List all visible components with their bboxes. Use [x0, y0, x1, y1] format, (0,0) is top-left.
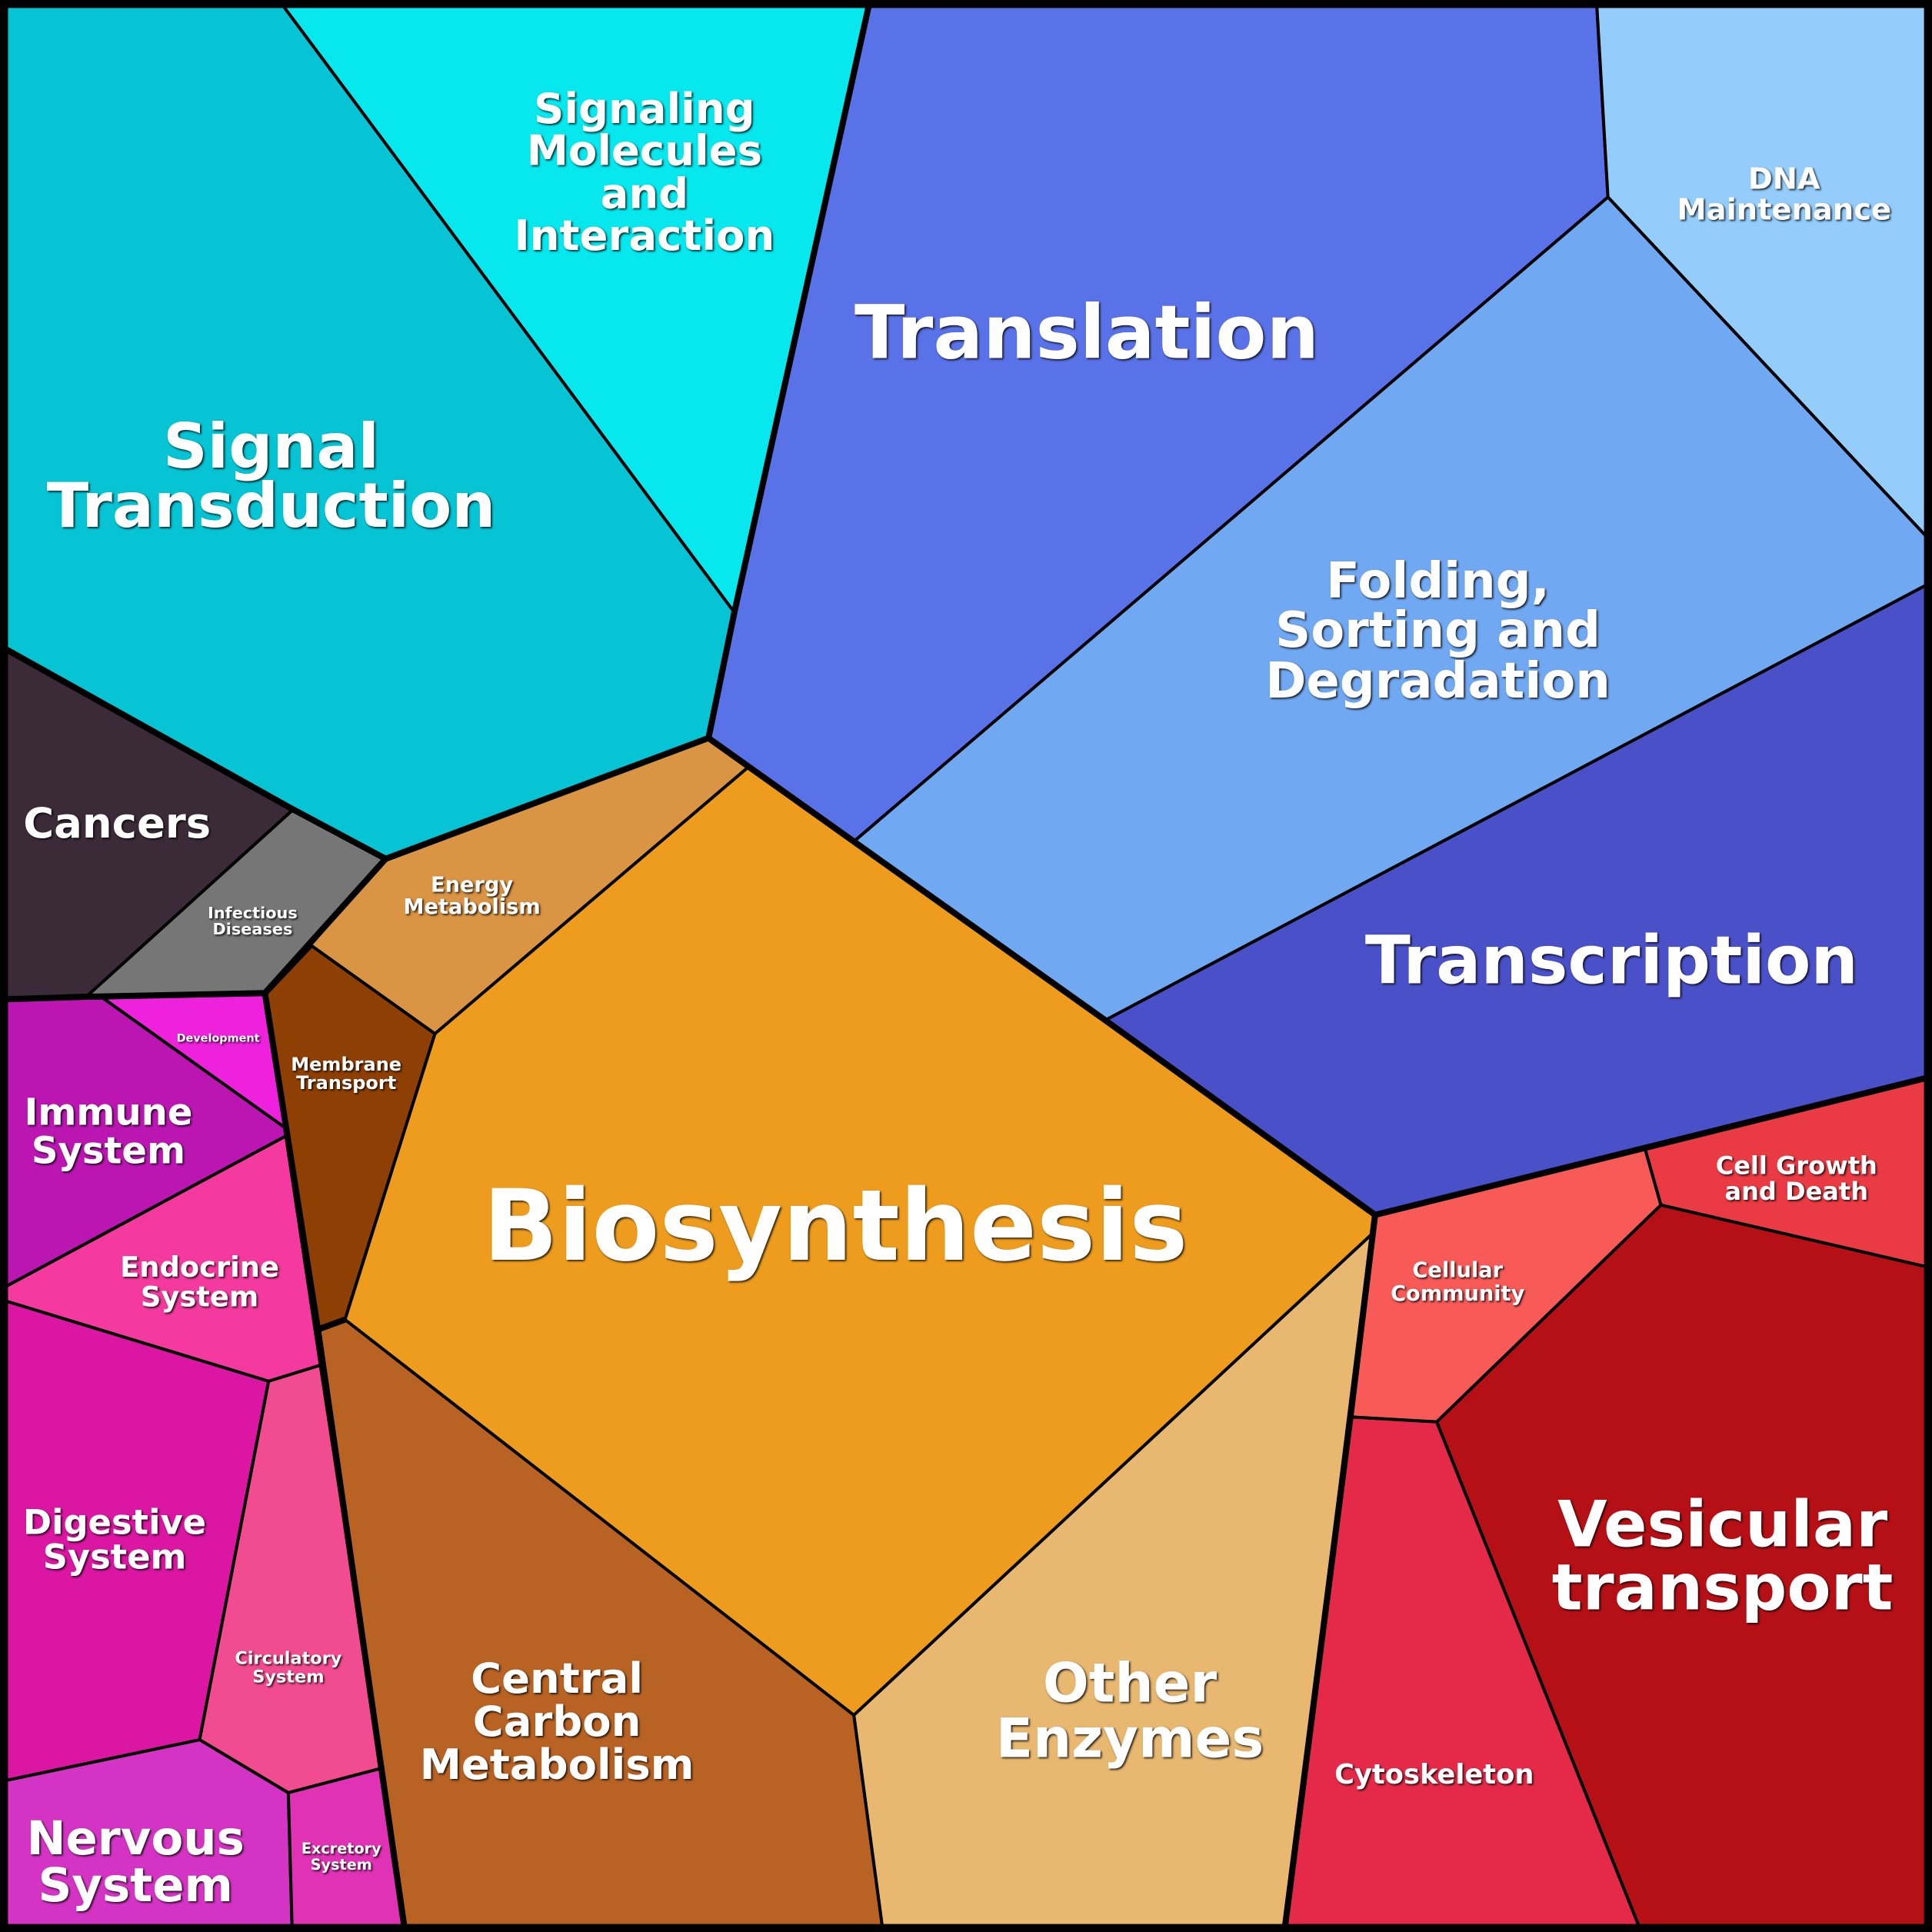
label-line: Metabolism: [403, 895, 540, 919]
label-line: Cellular: [1412, 1258, 1503, 1282]
label-line: Development: [177, 1033, 260, 1045]
label-line: Membrane: [291, 1054, 401, 1075]
group-boundary: [5, 5, 872, 862]
label-line: Degradation: [1265, 653, 1611, 710]
label-line: Signaling: [534, 84, 754, 133]
label-line: Biosynthesis: [483, 1169, 1188, 1284]
label-line: Metabolism: [420, 1740, 695, 1789]
label-line: Transduction: [47, 469, 496, 541]
label-line: Nervous: [27, 1811, 245, 1866]
label-line: Transport: [296, 1072, 396, 1094]
label-line: Circulatory: [235, 1648, 341, 1668]
label-line: Community: [1391, 1282, 1524, 1306]
group-boundary: [316, 1317, 346, 1333]
label-line: Vesicular: [1557, 1487, 1887, 1561]
label-line: Energy: [431, 873, 513, 897]
label-line: Enzymes: [996, 1707, 1264, 1770]
label-line: and: [601, 169, 689, 218]
label-line: System: [141, 1280, 258, 1313]
label-line: Molecules: [527, 125, 762, 175]
label-cancers: Cancers: [23, 798, 211, 848]
label-biosynthesis: Biosynthesis: [483, 1169, 1188, 1284]
label-line: System: [38, 1858, 233, 1913]
label-line: System: [32, 1129, 185, 1172]
label-line: Cancers: [23, 798, 211, 848]
cell-shapes: [5, 5, 1927, 1927]
group-boundary: [1281, 1214, 1378, 1927]
label-line: Sorting and: [1275, 602, 1601, 659]
label-development: Development: [177, 1033, 260, 1045]
label-line: transport: [1552, 1550, 1894, 1624]
group-boundary: [262, 856, 388, 995]
label-line: Endocrine: [120, 1250, 279, 1283]
label-line: and Death: [1725, 1177, 1869, 1206]
label-line: Folding,: [1326, 553, 1550, 610]
label-transcription: Transcription: [1365, 923, 1858, 1000]
label-line: System: [311, 1855, 372, 1873]
label-line: Signal: [163, 410, 379, 481]
label-line: Other: [1043, 1651, 1217, 1714]
label-line: System: [252, 1667, 324, 1687]
label-line: Maintenance: [1677, 192, 1891, 227]
label-line: DNA: [1748, 162, 1820, 196]
label-cytoskeleton: Cytoskeleton: [1334, 1758, 1534, 1790]
label-line: Excretory: [301, 1840, 381, 1857]
label-line: Interaction: [514, 211, 774, 260]
group-boundary: [706, 735, 1927, 1218]
label-line: Diseases: [212, 920, 292, 938]
label-translation: Translation: [854, 290, 1319, 376]
label-line: System: [43, 1536, 187, 1577]
label-line: Immune: [24, 1091, 192, 1134]
label-line: Transcription: [1365, 923, 1858, 1000]
label-line: Carbon: [473, 1697, 641, 1746]
label-line: Infectious: [208, 904, 298, 922]
label-line: Cytoskeleton: [1334, 1758, 1534, 1790]
label-line: Cell Growth: [1716, 1151, 1877, 1181]
label-line: Central: [471, 1654, 643, 1703]
label-line: Digestive: [23, 1501, 206, 1542]
label-line: Translation: [854, 290, 1319, 376]
